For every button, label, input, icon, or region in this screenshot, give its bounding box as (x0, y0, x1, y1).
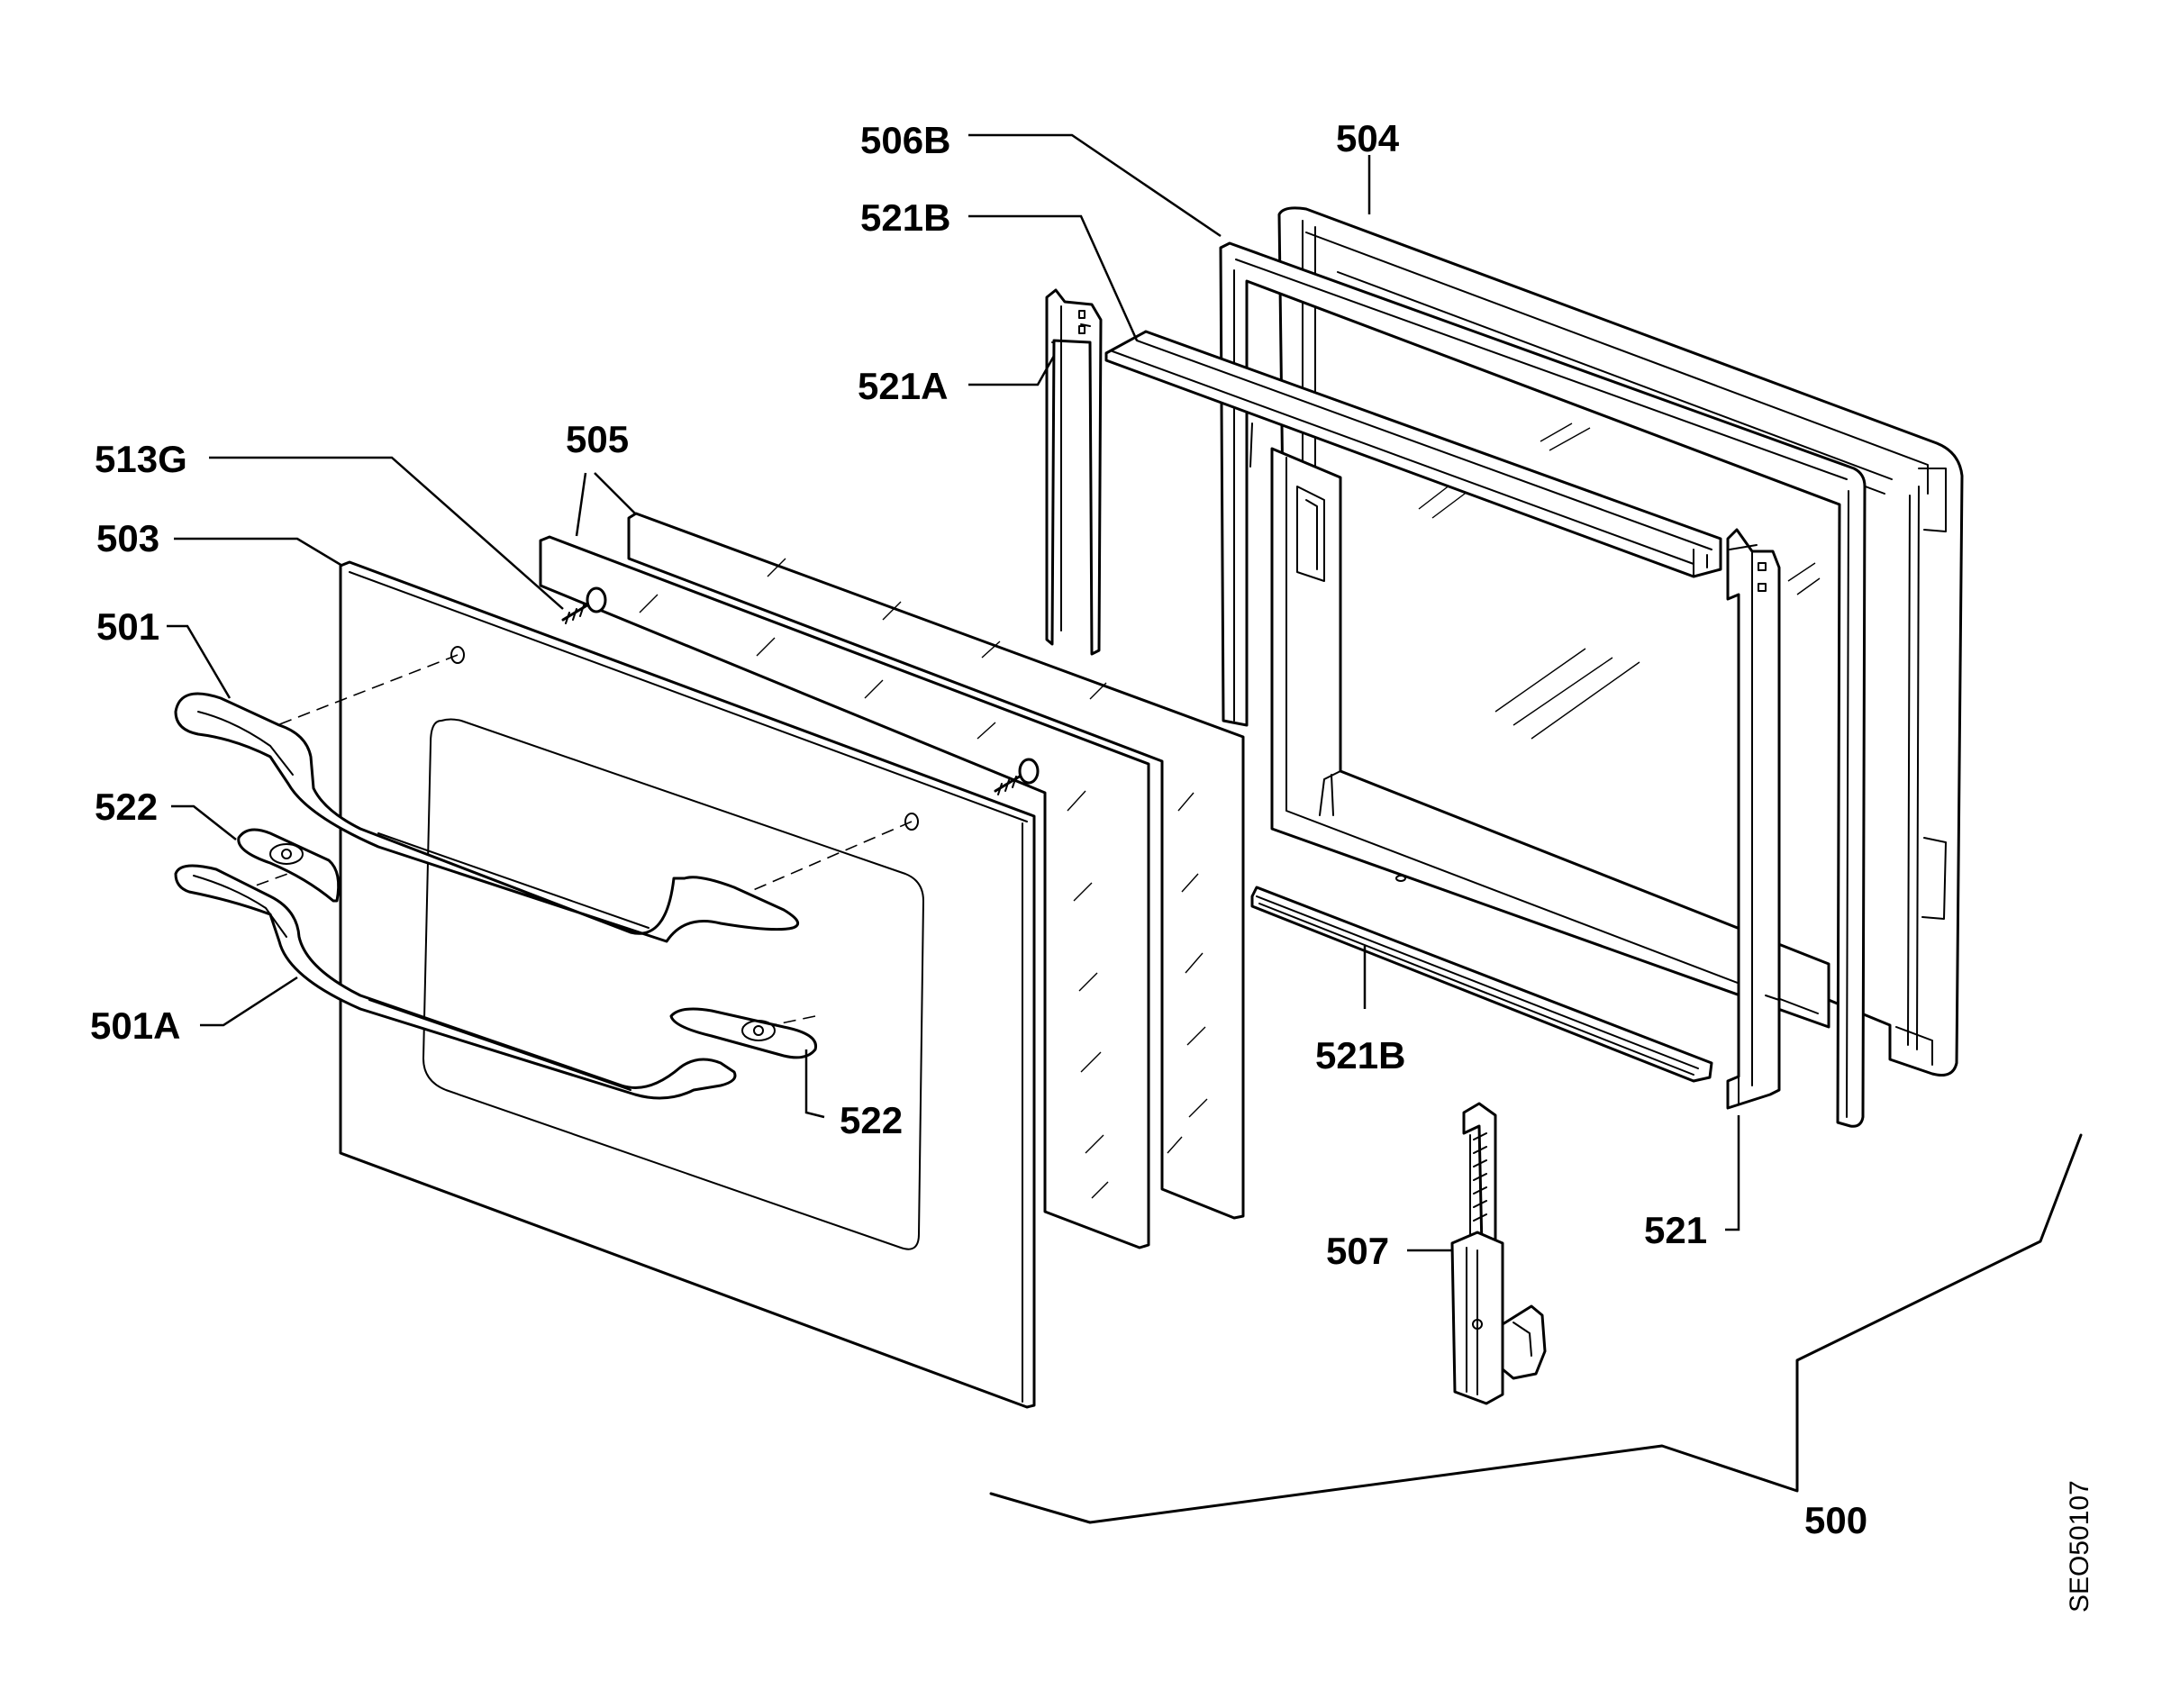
part-521B-top-glass-strip (1104, 330, 1722, 578)
label-507: 507 (1326, 1230, 1389, 1272)
part-501A-lower-handle (174, 864, 737, 1100)
label-503: 503 (96, 517, 159, 559)
part-521B-bottom-glass-strip (1250, 886, 1713, 1083)
part-505-rear-glass-panel (627, 512, 1245, 1220)
part-507-door-hinge (1450, 1102, 1547, 1405)
part-522-left-end-cap (237, 828, 341, 903)
label-521A: 521A (858, 365, 948, 407)
label-521: 521 (1644, 1209, 1707, 1251)
label-504: 504 (1336, 117, 1400, 159)
drawing-code: SEO50107 (2065, 1480, 2094, 1613)
part-513G-screw-lower (994, 758, 1040, 795)
part-labels: 506B 504 521B 521A 505 513G 503 501 522 … (90, 117, 1867, 1541)
label-500: 500 (1804, 1499, 1867, 1541)
label-521B-bottom: 521B (1315, 1034, 1405, 1077)
label-506B: 506B (860, 119, 950, 161)
label-522-left: 522 (95, 786, 158, 828)
part-503-outer-door-panel (339, 560, 1036, 1409)
part-513G-screw-upper (561, 586, 607, 624)
label-522-right: 522 (840, 1099, 903, 1141)
part-522-right-end-cap (669, 1007, 818, 1059)
label-501: 501 (96, 605, 159, 648)
label-513G: 513G (95, 438, 187, 480)
leader-lines (167, 133, 1740, 1252)
part-501-upper-handle (174, 692, 800, 943)
part-521-right-side-rail (1726, 528, 1781, 1110)
part-505-front-glass-panel (539, 535, 1150, 1249)
part-521A-left-side-rail (1045, 288, 1103, 656)
part-500-assembly-bracket (989, 1133, 2083, 1524)
part-506B-door-gasket (1219, 241, 1867, 1128)
label-521B-top: 521B (860, 196, 950, 239)
label-501A: 501A (90, 1004, 180, 1047)
label-505: 505 (566, 418, 629, 460)
